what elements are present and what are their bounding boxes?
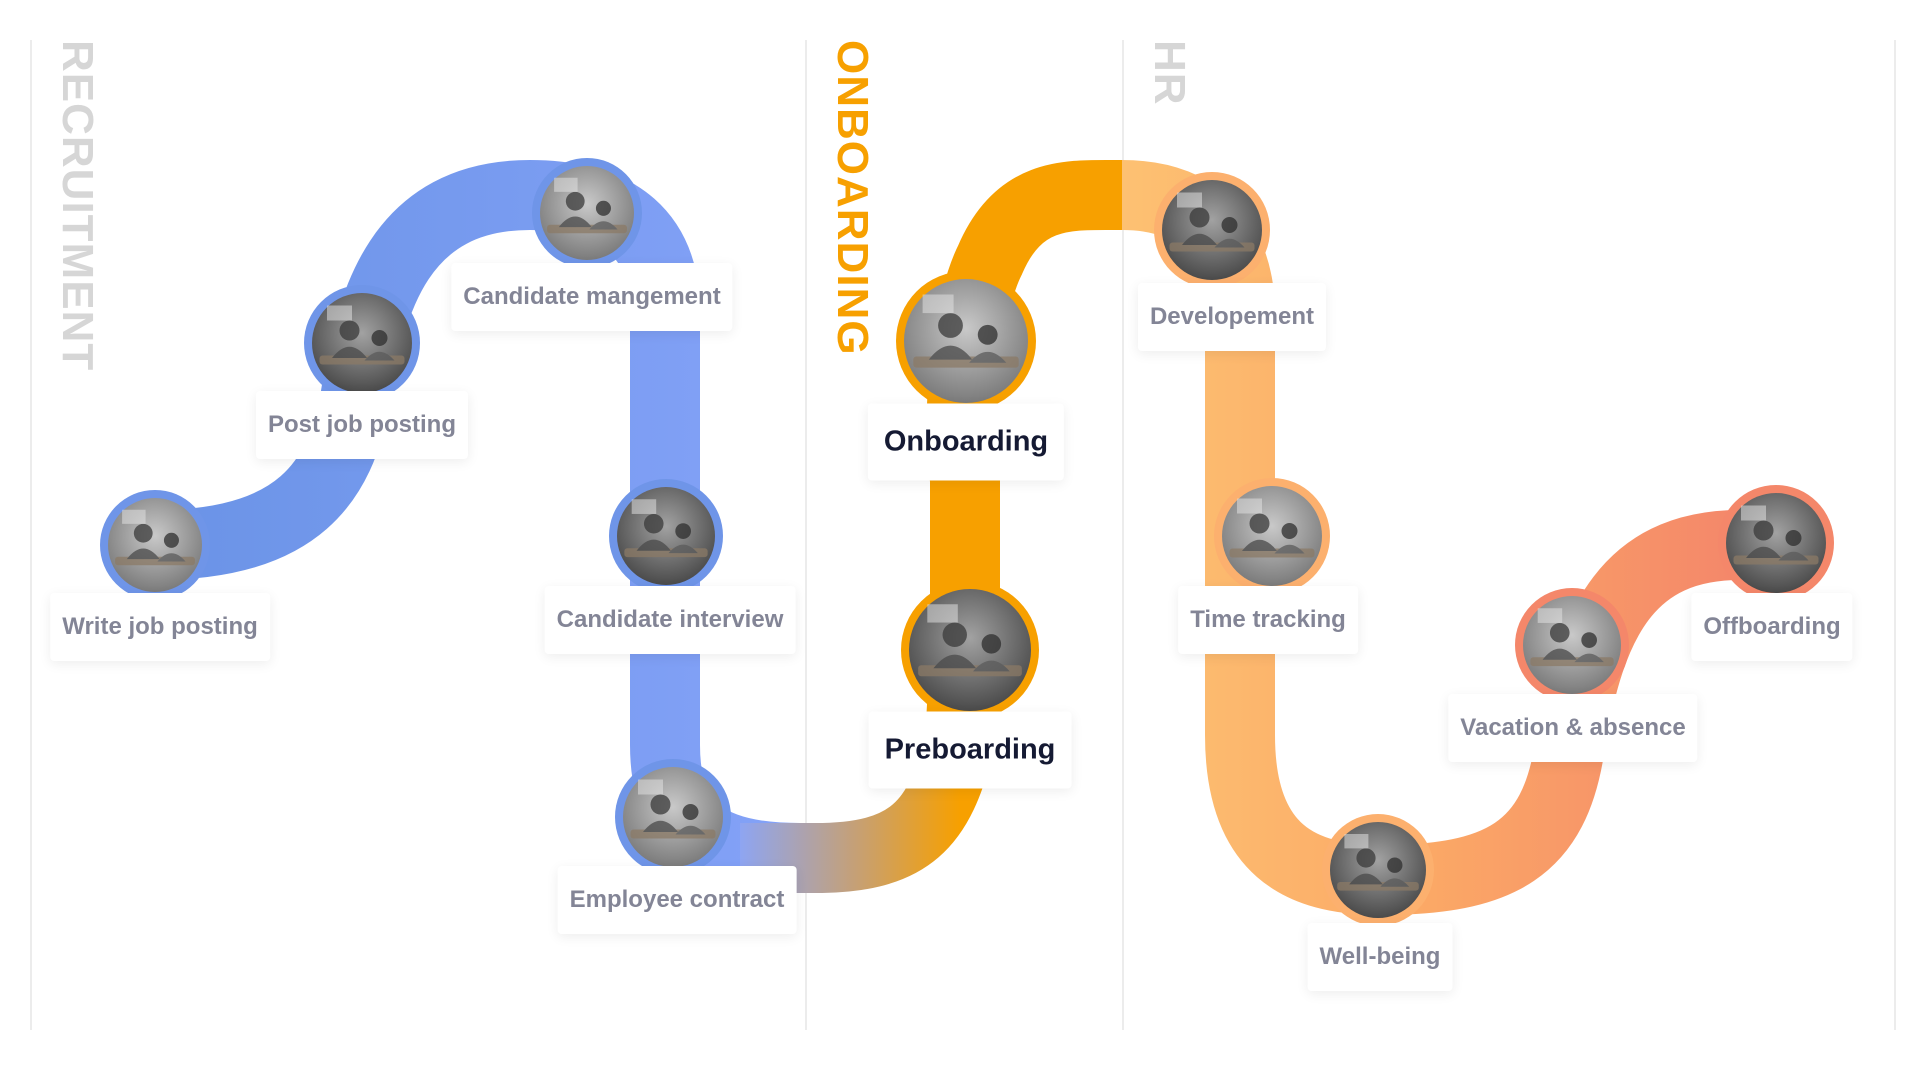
step-node-employee-contract[interactable] bbox=[615, 759, 731, 875]
step-node-candidate-management[interactable] bbox=[532, 158, 642, 268]
step-node-write-job-posting[interactable] bbox=[100, 490, 210, 600]
photo-meeting-at-table-icon bbox=[624, 499, 708, 558]
step-label-write-job-posting: Write job posting bbox=[50, 593, 270, 661]
section-divider bbox=[805, 40, 807, 1030]
step-node-time-tracking[interactable] bbox=[1214, 478, 1330, 594]
step-label-employee-contract: Employee contract bbox=[557, 866, 797, 934]
photo-person-at-door-icon bbox=[1733, 505, 1819, 565]
step-node-preboarding[interactable] bbox=[901, 581, 1039, 719]
step-label-candidate-interview: Candidate interview bbox=[544, 586, 796, 654]
photo-two-people-at-desk-icon bbox=[319, 305, 405, 365]
photo-office-monitors-icon bbox=[547, 177, 627, 234]
step-label-time-tracking: Time tracking bbox=[1178, 586, 1358, 654]
section-divider bbox=[30, 40, 32, 1030]
step-label-candidate-management: Candidate mangement bbox=[451, 263, 733, 331]
step-label-preboarding: Preboarding bbox=[868, 711, 1072, 789]
section-divider bbox=[1894, 40, 1896, 1030]
step-node-development[interactable] bbox=[1154, 172, 1270, 288]
section-title-recruitment: RECRUITMENT bbox=[53, 40, 102, 372]
step-node-onboarding[interactable] bbox=[896, 271, 1036, 411]
photo-man-presenting-icon bbox=[1169, 192, 1255, 252]
photo-person-at-laptop-icon bbox=[115, 509, 195, 566]
photo-people-in-office-icon bbox=[1530, 608, 1614, 667]
step-node-post-job-posting[interactable] bbox=[304, 285, 420, 401]
photo-team-meeting-icon bbox=[913, 294, 1019, 368]
step-node-candidate-interview[interactable] bbox=[609, 479, 723, 593]
step-node-offboarding[interactable] bbox=[1718, 485, 1834, 601]
step-label-onboarding: Onboarding bbox=[867, 403, 1065, 481]
photo-woman-at-office-icon bbox=[1229, 498, 1315, 558]
section-divider bbox=[1122, 40, 1124, 1030]
step-node-vacation-absence[interactable] bbox=[1515, 588, 1629, 702]
step-label-vacation-absence: Vacation & absence bbox=[1448, 694, 1698, 762]
step-label-post-job-posting: Post job posting bbox=[256, 391, 468, 459]
section-title-hr: HR bbox=[1145, 40, 1194, 106]
section-title-onboarding: ONBOARDING bbox=[828, 40, 877, 356]
photo-people-at-computer-icon bbox=[630, 779, 716, 839]
step-label-development: Developement bbox=[1137, 283, 1327, 351]
step-label-offboarding: Offboarding bbox=[1691, 593, 1853, 661]
photo-woman-at-desk-icon bbox=[918, 604, 1022, 677]
step-node-well-being[interactable] bbox=[1322, 814, 1434, 926]
step-label-well-being: Well-being bbox=[1307, 923, 1453, 991]
photo-two-people-talking-icon bbox=[1337, 834, 1419, 891]
